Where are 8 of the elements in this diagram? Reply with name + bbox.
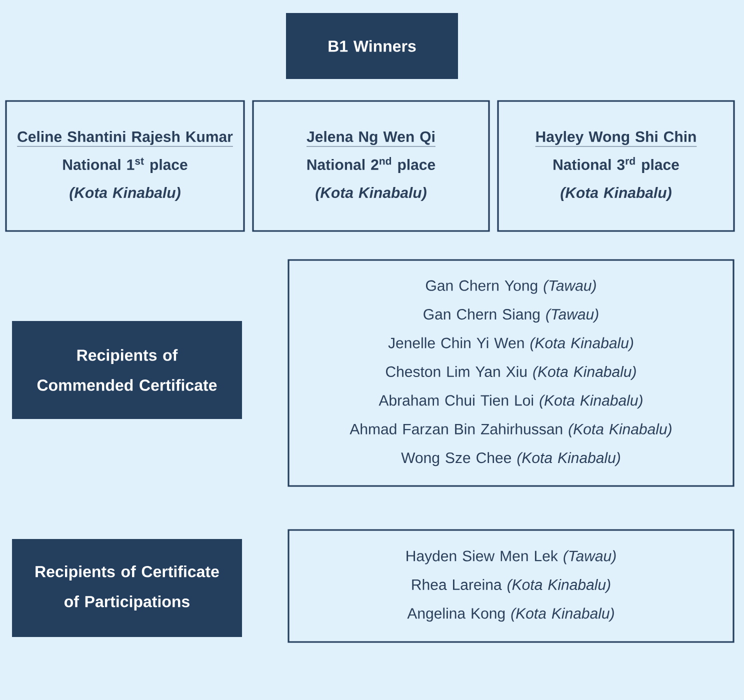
- heading-box: Recipients of Commended Certificate: [12, 321, 242, 419]
- heading-box: B1 Winners: [286, 13, 458, 79]
- winner-box: Celine Shantini Rajesh Kumar National 1$^{st}$ place (Kota Kinabalu): [5, 100, 245, 232]
- winner-box: Hayley Wong Shi Chin National 3$^{rd}$ place (Kota Kinabalu): [497, 100, 735, 232]
- winner-box: Jelena Ng Wen Qi National 2$^{nd}$ place (Kota Kinabalu): [252, 100, 490, 232]
- name-list-box: Hayden Siew Men Lek (Tawau) Rhea Lareina (Kota Kinabalu) Angelina Kong (Kota Kinabalu): [288, 529, 734, 643]
- name-list-box: Gan Chern Yong (Tawau) Gan Chern Siang (Tawau) Jenelle Chin Yi Wen (Kota Kinabalu) Cheston Lim Yan Xiu (Kota Kinabalu) Abraham Chui Tien Loi (Kota Kinabalu) Ahmad Farzan Bin Zahirhussan (Kota Kinabalu) Wong Sze Chee (Kota Kinabalu): [288, 259, 734, 487]
- heading-box: Recipients of Certificate of Participations: [12, 539, 242, 637]
